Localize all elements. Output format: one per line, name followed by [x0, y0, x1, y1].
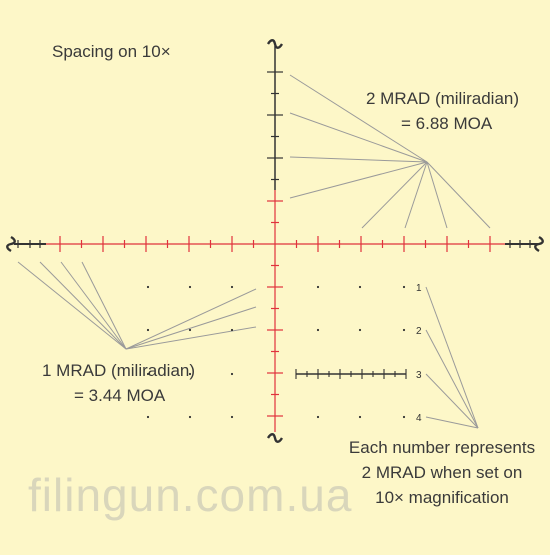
holdover-dot — [188, 328, 192, 332]
leader-line-1mrad — [125, 326, 257, 350]
leader-line-2mrad — [426, 161, 448, 229]
leader-line-1mrad — [125, 288, 257, 350]
holdover-dot — [316, 285, 320, 289]
holdover-dot — [316, 415, 320, 419]
spacing-label: Spacing on 10× — [52, 42, 171, 61]
watermark: filingun.com.ua — [28, 469, 353, 521]
leader-line-1mrad — [125, 306, 257, 350]
right-wave-cap — [534, 235, 544, 253]
holdover-number-4: 4 — [416, 413, 422, 424]
holdover-dot — [358, 328, 362, 332]
holdover-dot — [230, 415, 234, 419]
holdover-dot — [358, 415, 362, 419]
each-number-label-line2: 2 MRAD when set on — [361, 463, 523, 482]
mrad2-label-line2: = 6.88 MOA — [401, 114, 493, 133]
holdover-number-1: 1 — [416, 283, 422, 294]
leader-line-2mrad — [289, 156, 428, 163]
top-wave-cap — [266, 39, 284, 49]
holdover-dot — [146, 372, 150, 376]
bottom-wave-cap — [266, 433, 284, 443]
leader-line-2mrad — [289, 74, 428, 163]
leader-line-holdover — [425, 416, 479, 429]
mrad2-label-line1: 2 MRAD (miliradian) — [366, 89, 520, 108]
holdover-dot — [188, 285, 192, 289]
holdover-dot — [402, 415, 406, 419]
holdover-dot — [230, 372, 234, 376]
leader-line-2mrad — [426, 161, 491, 229]
leader-line-2mrad — [289, 161, 428, 199]
leader-line-1mrad — [39, 261, 127, 350]
leader-line-2mrad — [289, 112, 428, 163]
leader-line-holdover — [425, 286, 479, 429]
holdover-dot — [402, 328, 406, 332]
leader-line-holdover — [425, 329, 479, 429]
holdover-dot — [188, 415, 192, 419]
leader-line-2mrad — [361, 161, 428, 229]
holdover-dot — [402, 285, 406, 289]
holdover-dot — [146, 415, 150, 419]
leader-line-2mrad — [404, 161, 428, 229]
leader-line-1mrad — [17, 261, 127, 350]
holdover-dot — [146, 285, 150, 289]
holdover-dot — [188, 372, 192, 376]
holdover-dot — [316, 328, 320, 332]
holdover-number-2: 2 — [416, 326, 422, 337]
holdover-dot — [230, 285, 234, 289]
left-wave-cap — [6, 235, 16, 253]
leader-line-holdover — [425, 373, 479, 429]
leader-line-1mrad — [60, 261, 127, 350]
each-number-label-line1: Each number represents — [348, 438, 536, 457]
mrad1-label-line2: = 3.44 MOA — [74, 386, 166, 405]
holdover-dot — [230, 328, 234, 332]
holdover-dot — [358, 285, 362, 289]
holdover-dot — [146, 328, 150, 332]
holdover-number-3: 3 — [416, 370, 422, 381]
mrad1-label-line1: 1 MRAD (miliradian) — [42, 361, 196, 380]
each-number-label-line3: 10× magnification — [375, 488, 509, 507]
leader-line-1mrad — [81, 261, 127, 350]
